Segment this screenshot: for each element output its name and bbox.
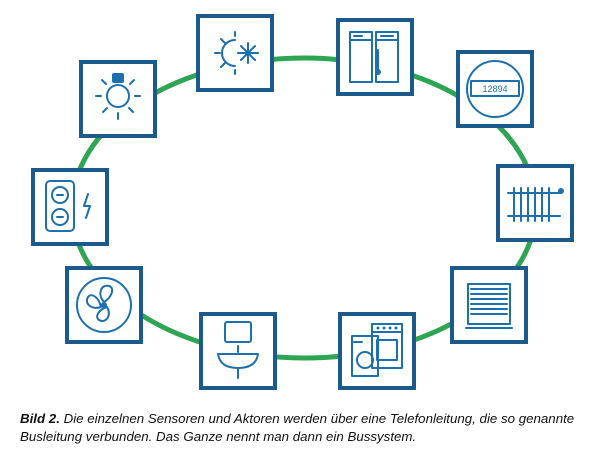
washbasin-mirror-icon bbox=[217, 321, 259, 379]
node-ventilation bbox=[65, 266, 143, 344]
node-meter: 12894 bbox=[456, 50, 534, 128]
refrigerator-icon bbox=[349, 31, 399, 83]
sun-snowflake-icon bbox=[214, 31, 259, 75]
node-light bbox=[79, 60, 157, 138]
node-heater bbox=[496, 164, 574, 242]
light-bulb-icon bbox=[95, 73, 141, 120]
node-blinds bbox=[450, 266, 528, 344]
node-appliances bbox=[338, 312, 416, 390]
washer-stove-icon bbox=[351, 323, 403, 377]
caption-label: Bild 2. bbox=[20, 411, 60, 426]
caption-text: Die einzelnen Sensoren und Aktoren werde… bbox=[20, 411, 575, 444]
bus-system-diagram: 12894 bbox=[31, 14, 574, 390]
window-blinds-icon bbox=[465, 283, 513, 329]
node-climate bbox=[196, 14, 274, 92]
radiator-icon bbox=[507, 187, 564, 222]
socket-switch-icon bbox=[45, 180, 91, 232]
fan-icon bbox=[76, 277, 132, 333]
figure-caption: Bild 2. Die einzelnen Sensoren und Aktor… bbox=[20, 410, 595, 446]
node-fridge bbox=[336, 18, 414, 96]
node-bathroom bbox=[199, 312, 277, 390]
meter-digits: 12894 bbox=[482, 84, 507, 94]
electricity-meter-icon: 12894 bbox=[466, 60, 524, 118]
node-sockets bbox=[31, 168, 109, 246]
